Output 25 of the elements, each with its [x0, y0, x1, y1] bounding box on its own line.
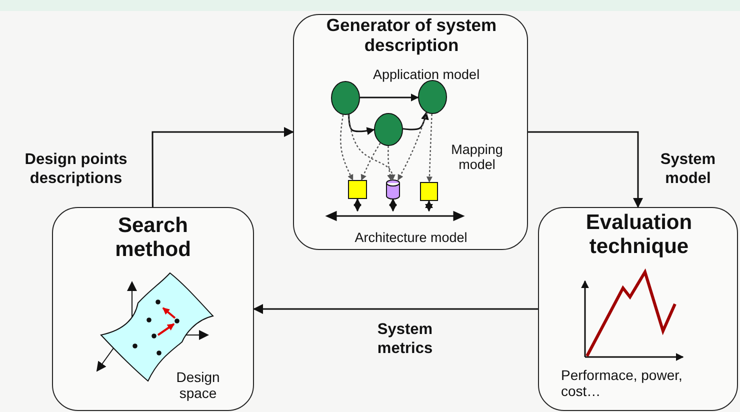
- dotted-arrow: [360, 142, 381, 181]
- node-label: Mapping model: [450, 142, 504, 172]
- rounded-box: [293, 14, 528, 250]
- dotted-arrow: [348, 114, 396, 181]
- arrow: [528, 131, 643, 208]
- arrow: [348, 114, 375, 135]
- rounded-box: [538, 207, 738, 411]
- arrow: [152, 127, 294, 207]
- node-label: Design space: [175, 370, 221, 402]
- arrow: [360, 94, 419, 102]
- arrow: [389, 198, 397, 212]
- node-title: Generator of system description: [325, 16, 498, 56]
- node-label: Application model: [373, 67, 481, 82]
- node-label: Architecture model: [354, 230, 468, 246]
- node-title: Search method: [114, 214, 192, 262]
- arrow: [402, 112, 429, 130]
- dotted-arrow: [426, 114, 432, 183]
- arrow: [354, 198, 362, 212]
- dotted-arrow: [340, 114, 354, 181]
- node-title: Evaluation technique: [584, 211, 694, 258]
- dotted-arrow: [398, 112, 428, 181]
- arrow: [425, 200, 433, 212]
- arrow: [253, 304, 538, 314]
- node-label: Performace, power, cost…: [561, 368, 684, 400]
- dotted-arrow: [387, 146, 393, 181]
